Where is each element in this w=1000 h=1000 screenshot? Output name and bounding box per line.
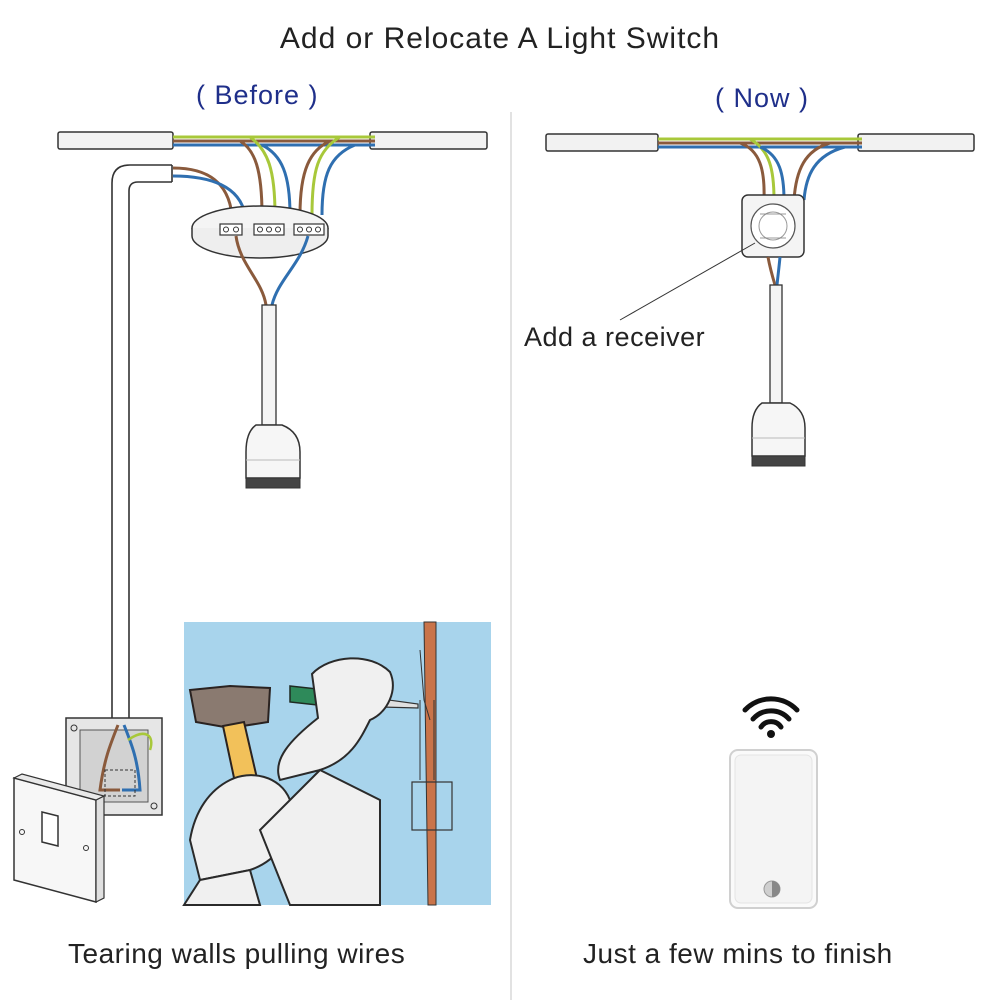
ceiling-rose-icon [191, 205, 329, 259]
main-cable-right [369, 131, 488, 150]
pendant-cable [261, 304, 277, 426]
now-heading: ( Now ) [715, 83, 809, 113]
now-caption: Just a few mins to finish [583, 938, 893, 969]
glove-right [277, 657, 394, 782]
receiver-icon [741, 194, 805, 258]
page-title: Add or Relocate A Light Switch [279, 22, 721, 55]
wall-chiselling-illustration [182, 621, 491, 906]
wifi-icon [742, 696, 800, 738]
before-wiring [12, 131, 491, 906]
light-switch-icon [12, 773, 106, 903]
receiver-label: Add a receiver [524, 322, 706, 352]
main-cable-left [57, 131, 174, 150]
remote-icon [729, 749, 818, 909]
before-heading: ( Before ) [196, 80, 319, 110]
receiver-leader-line [619, 242, 756, 321]
before-caption: Tearing walls pulling wires [68, 938, 406, 969]
lamp-holder-icon [751, 402, 806, 467]
lamp-holder-icon [245, 424, 301, 489]
pendant-cable-now [769, 284, 783, 404]
main-cable-right-now [857, 133, 975, 152]
now-wiring [545, 133, 975, 909]
main-cable-left-now [545, 133, 659, 152]
